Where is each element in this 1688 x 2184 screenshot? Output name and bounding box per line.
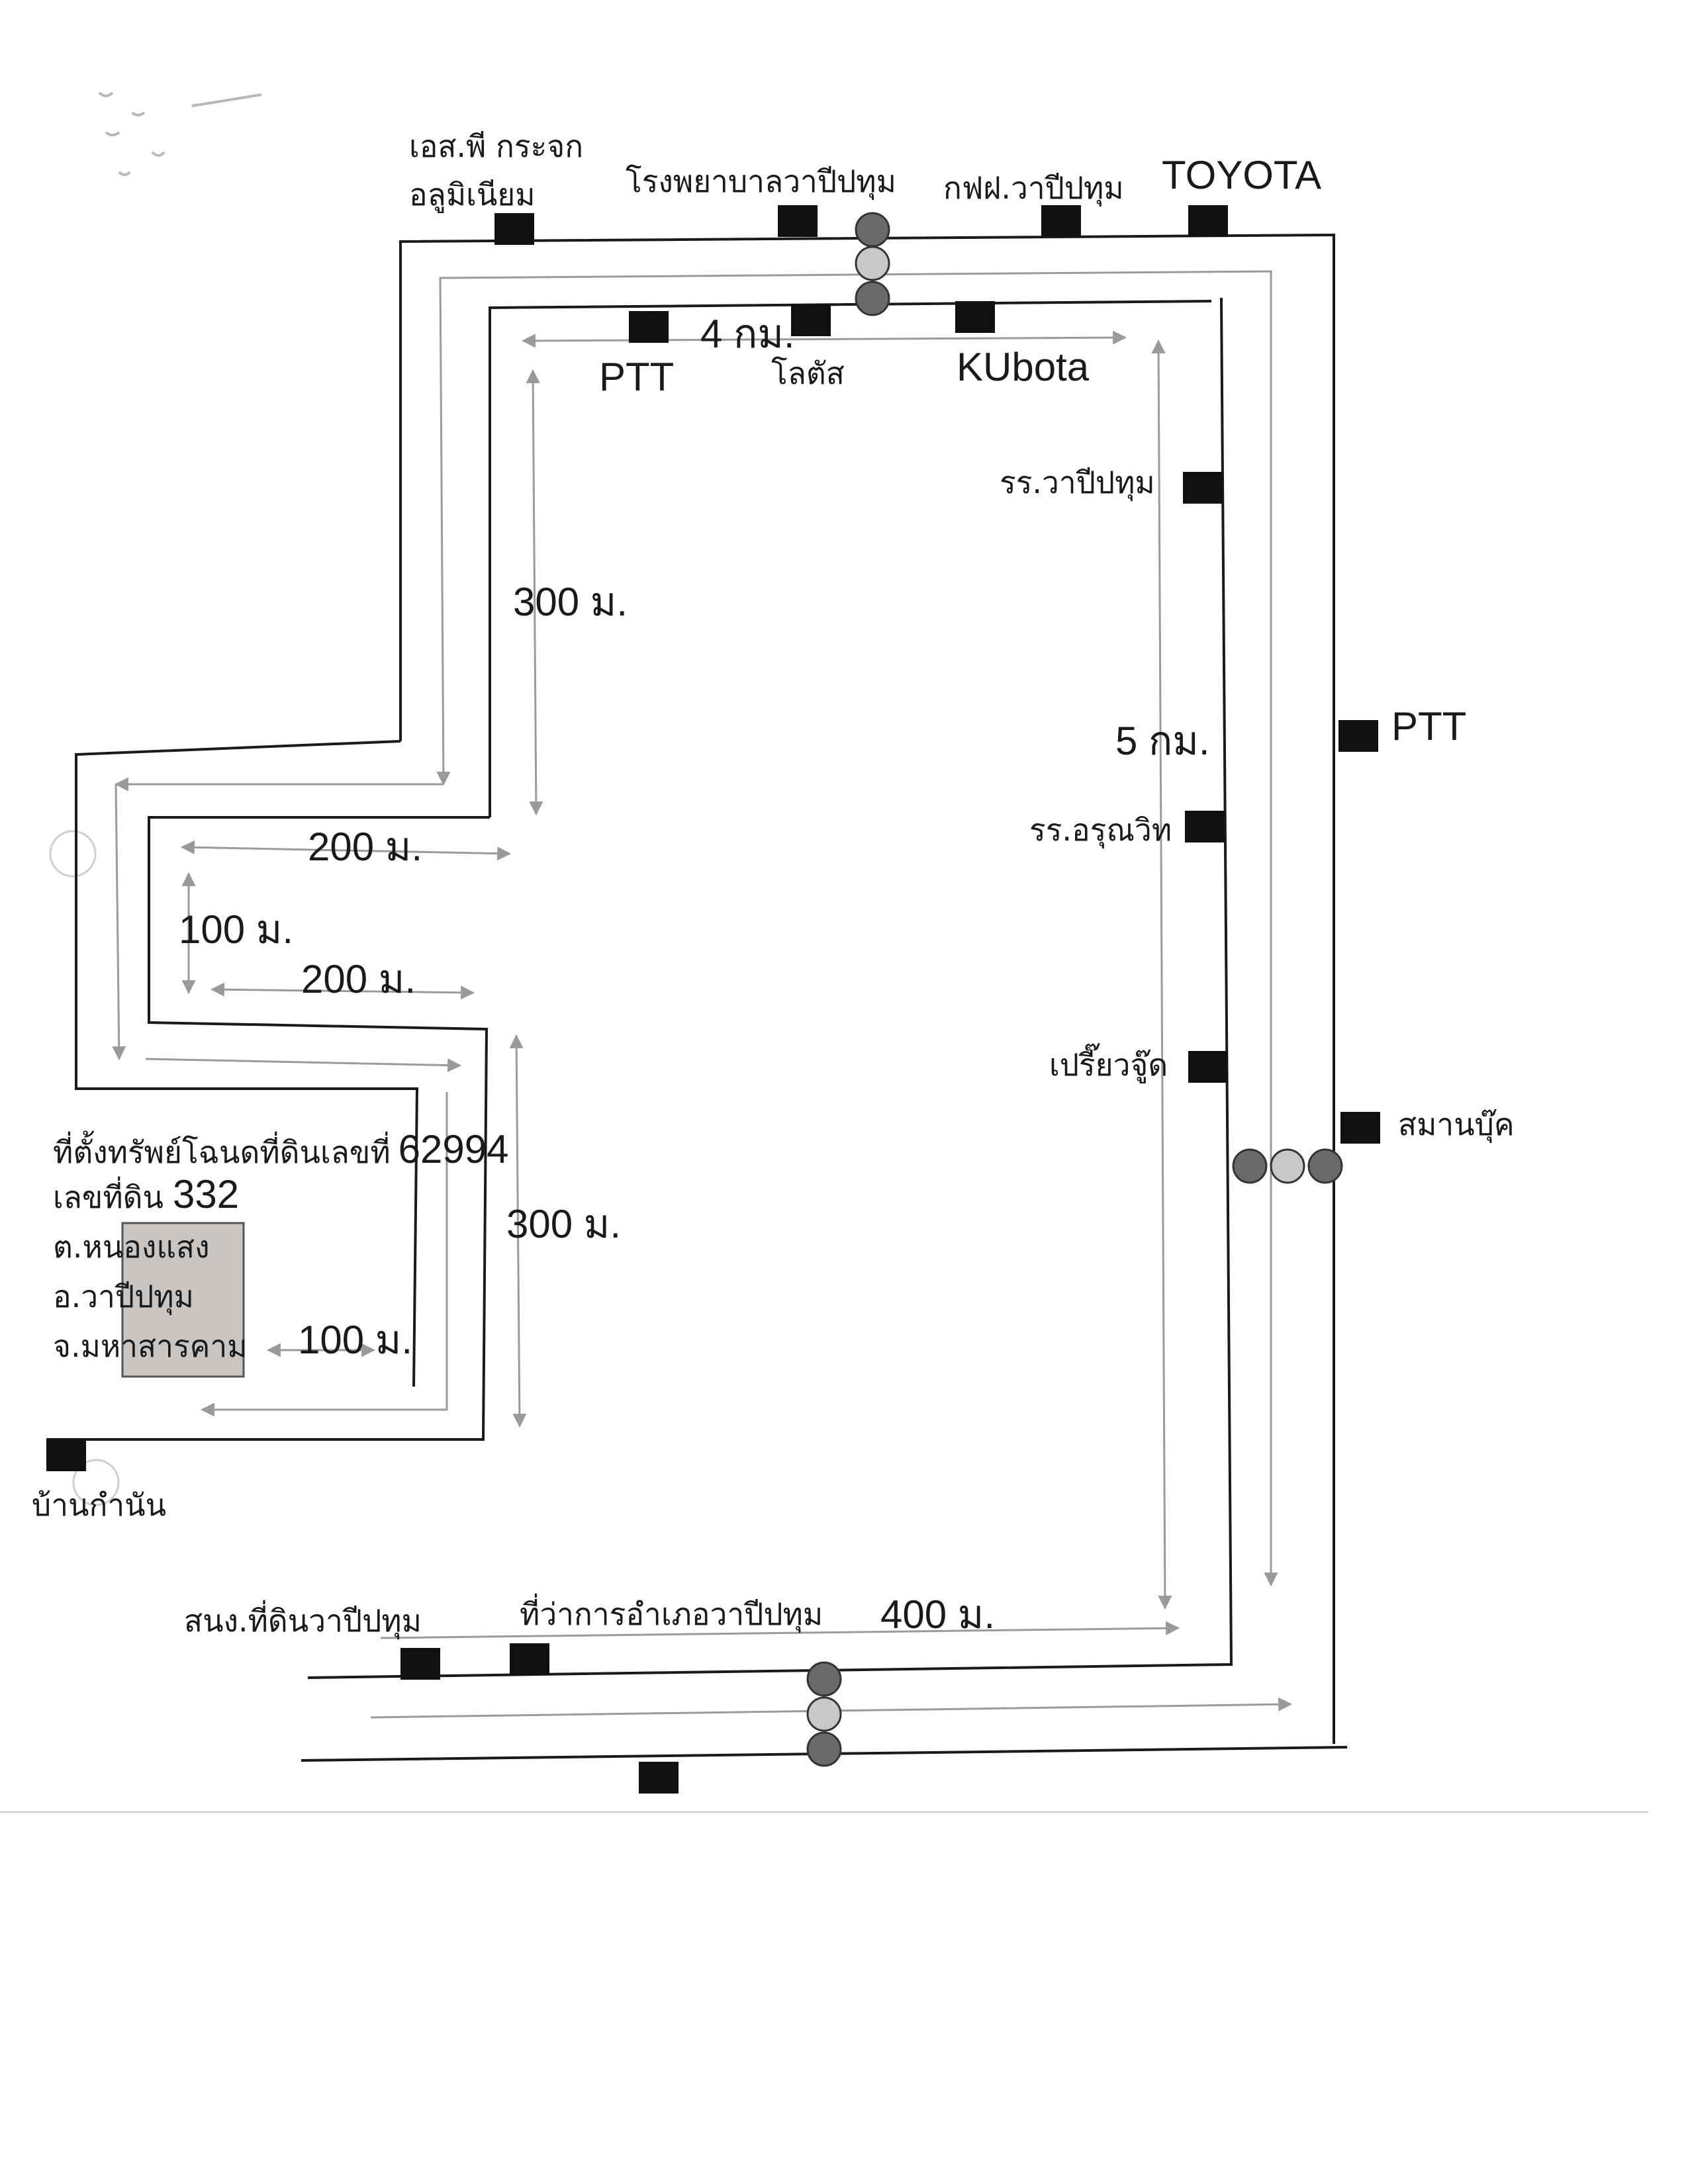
label-snooker: สมานบุ๊ค: [1398, 1107, 1515, 1144]
staple-marks: [98, 91, 262, 176]
traffic-signal-right: [1232, 1148, 1343, 1184]
property-tambon: ต.หนองแสง: [53, 1229, 210, 1265]
label-district-office: ที่ว่าการอำเภอวาปีปทุม: [520, 1593, 823, 1633]
marker-toyota: [1188, 205, 1228, 237]
marker-lotus: [791, 304, 831, 336]
main-road-outer: [399, 233, 1335, 1744]
distance-200m-b: 200 ม.: [301, 957, 416, 1001]
label-land-office: สนง.ที่ดินวาปีปทุม: [184, 1600, 422, 1640]
land-number: 332: [173, 1172, 239, 1216]
property-line1: ที่ตั้งทรัพย์โฉนดที่ดินเลขที่62994: [53, 1127, 509, 1171]
marker-preawjoo: [1188, 1051, 1228, 1083]
main-road-inner: [489, 300, 1212, 817]
property-line1-prefix: ที่ตั้งทรัพย์โฉนดที่ดินเลขที่: [53, 1130, 391, 1170]
distance-300m-top: 300 ม.: [513, 580, 628, 624]
marker-pea: [1041, 205, 1081, 237]
label-ban-kanan: บ้านกำนัน: [32, 1487, 166, 1523]
marker-ptt-right: [1338, 720, 1378, 752]
left-loop-inner: [46, 816, 490, 1441]
right-road-inner: [307, 297, 1233, 1679]
traffic-signal-bottom: [806, 1661, 842, 1767]
marker-land-office: [400, 1648, 440, 1680]
deed-number: 62994: [399, 1127, 509, 1171]
label-hospital: โรงพยาบาลวาปีปทุม: [626, 163, 896, 201]
left-loop-outer: [75, 740, 419, 1387]
marker-school-wapi: [1183, 472, 1223, 504]
marker-kubota: [955, 301, 995, 333]
label-school-arun: รร.อรุณวิท: [1029, 812, 1172, 849]
marker-bottom-unlabeled: [639, 1762, 679, 1794]
marker-snooker: [1340, 1112, 1380, 1144]
distance-400m: 400 ม.: [880, 1592, 995, 1637]
property-line2-prefix: เลขที่ดิน: [53, 1176, 164, 1215]
distance-4km: 4 กม.: [700, 312, 795, 356]
property-plot[interactable]: [121, 1222, 245, 1378]
punch-hole: [49, 830, 97, 878]
label-school-wapi: รร.วาปีปทุม: [1000, 465, 1155, 502]
label-ptt-right: PTT: [1391, 704, 1466, 749]
label-sp-glass-2: อลูมิเนียม: [409, 177, 536, 213]
label-pea: กฟฝ.วาปีปทุม: [943, 170, 1124, 207]
marker-ban-kanan: [46, 1439, 86, 1471]
label-ptt-top: PTT: [599, 355, 674, 399]
marker-hospital: [778, 205, 818, 237]
distance-300m-bottom: 300 ม.: [506, 1202, 621, 1246]
distance-100m-plot: 100 ม.: [298, 1318, 412, 1362]
marker-district-office: [510, 1643, 549, 1675]
distance-200m-a: 200 ม.: [308, 825, 422, 869]
label-toyota: TOYOTA: [1162, 153, 1321, 197]
label-kubota: KUbota: [957, 345, 1090, 389]
distance-100m-left: 100 ม.: [179, 907, 293, 952]
label-sp-glass-1: เอส.พี กระจก: [409, 128, 583, 164]
marker-school-arun: [1185, 811, 1225, 842]
property-province: จ.มหาสารคาม: [53, 1328, 248, 1364]
landmark-markers: [46, 205, 1380, 1794]
marker-ptt-top: [629, 311, 669, 343]
property-amphoe: อ.วาปีปทุม: [53, 1279, 194, 1316]
traffic-signal-top: [855, 212, 890, 316]
marker-sp-glass: [494, 213, 534, 245]
label-lotus: โลตัส: [771, 355, 845, 391]
road-network: [46, 233, 1348, 1762]
label-preawjoo: เปรี๊ยวจู๊ด: [1049, 1043, 1168, 1083]
distance-5km: 5 กม.: [1115, 719, 1210, 763]
